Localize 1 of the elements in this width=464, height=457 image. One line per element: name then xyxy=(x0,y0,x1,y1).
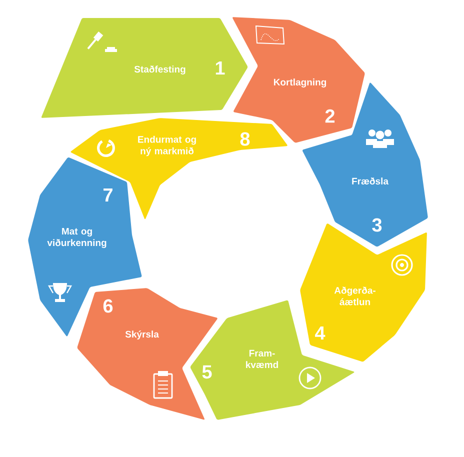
step-segment: Staðfesting 1 xyxy=(41,18,248,118)
